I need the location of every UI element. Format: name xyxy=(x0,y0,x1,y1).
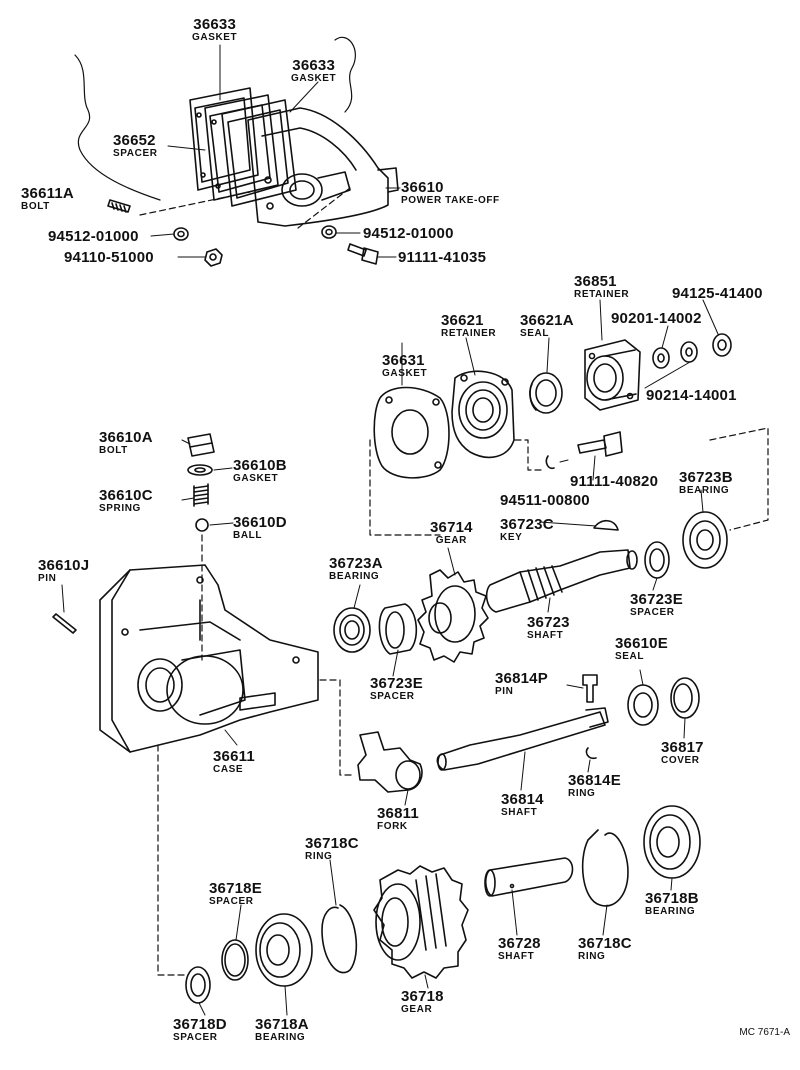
leader-lines-top xyxy=(150,44,401,258)
bolt-91111-41035-icon xyxy=(347,243,379,265)
seal-36610E-icon xyxy=(627,684,659,726)
bolt-36610A-icon xyxy=(187,433,215,457)
washer-94512-left-icon xyxy=(173,227,189,241)
bearing-36723B-icon xyxy=(682,511,728,569)
ring-36718C-right-icon xyxy=(581,829,629,907)
dashed-alignment-lines-top xyxy=(139,187,351,229)
label-91111-41035: 91111-41035 xyxy=(398,249,487,266)
ball-36610D-icon xyxy=(195,518,209,532)
cover-36817-icon xyxy=(670,677,700,719)
label-94125-41400: 94125-41400 xyxy=(672,285,763,302)
ring-36814E-icon xyxy=(585,747,597,760)
dashed-alignment-lines-mid xyxy=(369,427,769,536)
key-36723C-icon xyxy=(593,519,619,531)
gasket-36633-front-icon xyxy=(189,87,259,191)
label-94511-00800: 94511-00800 xyxy=(500,492,590,509)
retainer-36621-icon xyxy=(451,370,515,459)
washer-94511-icon xyxy=(545,455,555,470)
label-94512-01000-left: 94512-01000 xyxy=(48,228,139,245)
bearing-36718B-icon xyxy=(643,805,701,879)
spacer-36723E-right-icon xyxy=(644,541,670,579)
spacer-36723E-left-icon xyxy=(378,603,418,655)
ring-36718C-left-icon xyxy=(321,904,358,974)
spring-36610C-icon xyxy=(193,483,209,507)
dashed-alignment-lines-case xyxy=(157,534,356,976)
spacer-36652-icon xyxy=(204,94,279,201)
bolt-91111-40820-icon xyxy=(577,431,623,457)
bearing-36723A-icon xyxy=(333,607,371,653)
gear-36714-icon xyxy=(417,569,489,663)
spacer-36718E-icon xyxy=(221,939,249,981)
washer-94512-right-icon xyxy=(321,225,337,239)
gasket-36633-rear-icon xyxy=(221,99,297,207)
gasket-36610B-icon xyxy=(187,464,213,476)
bolt-36611A-icon xyxy=(107,199,131,213)
spacer-36718D-icon xyxy=(185,966,211,1004)
gasket-36631-icon xyxy=(373,386,450,479)
pin-36610J-icon xyxy=(52,613,77,634)
pin-36814P-icon xyxy=(582,674,598,703)
bearing-36718A-icon xyxy=(255,913,313,987)
power-take-off-36610-icon xyxy=(247,107,399,227)
nut-94125-icon xyxy=(712,333,732,357)
retainer-36851-icon xyxy=(584,339,641,411)
shaft-36814-icon xyxy=(436,707,609,771)
label-94512-01000-right: 94512-01000 xyxy=(363,225,454,242)
shaft-36728-icon xyxy=(484,857,574,897)
case-36611-icon xyxy=(99,564,319,753)
nut-94110-icon xyxy=(204,248,223,267)
seal-36621A-icon xyxy=(529,372,563,414)
label-91111-40820: 91111-40820 xyxy=(570,473,659,490)
label-90201-14002: 90201-14002 xyxy=(611,310,702,327)
fork-36811-icon xyxy=(357,731,423,793)
label-94110-51000: 94110-51000 xyxy=(64,249,154,266)
label-90214-14001: 90214-14001 xyxy=(646,387,737,404)
gear-36718-icon xyxy=(373,865,469,979)
diagram-reference-code: MC 7671-A xyxy=(739,1027,790,1038)
background-housing-outline xyxy=(74,36,356,201)
washer-90214-icon xyxy=(680,341,698,363)
washer-90201-icon xyxy=(652,347,670,369)
leader-lines-lower xyxy=(61,299,719,1016)
shaft-36723-icon xyxy=(485,549,638,613)
